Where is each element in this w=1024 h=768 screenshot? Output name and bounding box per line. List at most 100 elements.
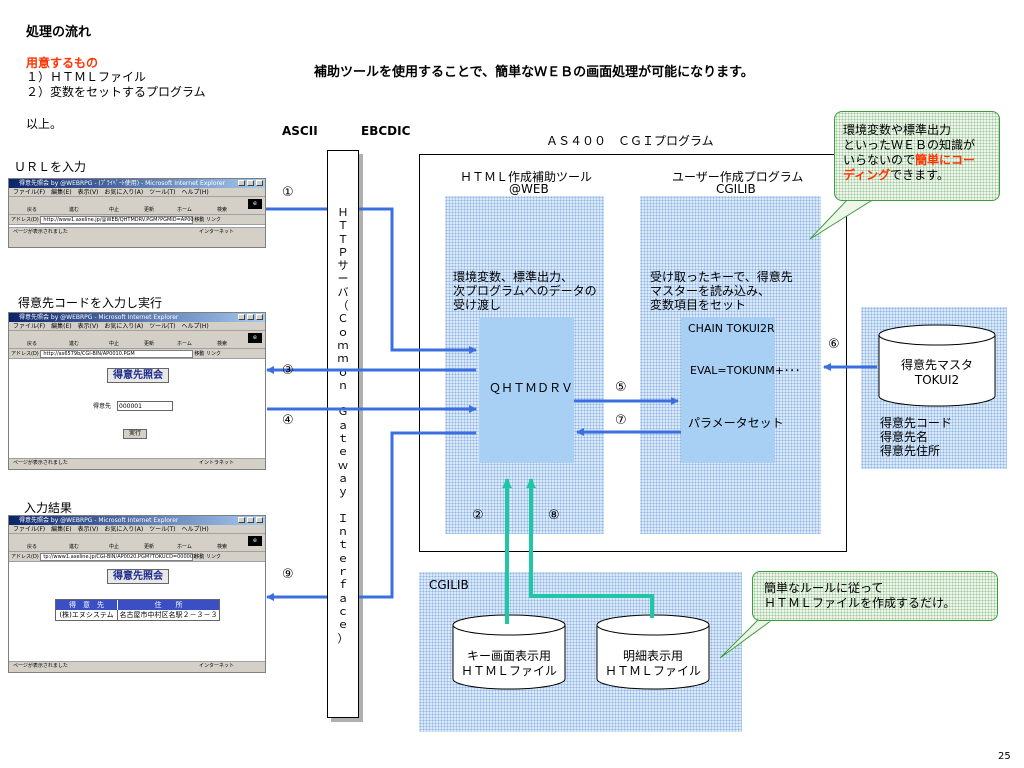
inquiry-heading: 得意先照会 <box>107 569 169 584</box>
http-server-char: ） <box>337 631 349 645</box>
headline: 補助ツールを使用することで、簡単なＷＥＢの画面処理が可能になります。 <box>314 65 754 80</box>
close-button[interactable] <box>256 517 263 523</box>
back-button[interactable]: 戻る <box>27 207 38 213</box>
key-html-2: ＨＴＭＬファイル <box>460 664 557 678</box>
http-server-char <box>327 392 359 405</box>
links-button[interactable]: リンク <box>205 351 221 357</box>
home-button[interactable]: ホーム <box>177 207 192 213</box>
tool-desc-3: 受け渡し <box>453 298 502 312</box>
stop-button[interactable]: 中止 <box>109 341 120 347</box>
header-address: 住 所 <box>154 601 183 609</box>
key-html-cylinder: キー画面表示用 ＨＴＭＬファイル <box>452 614 566 690</box>
run-button[interactable]: 実行 <box>123 429 147 439</box>
http-server-char: ｔ <box>337 432 349 446</box>
go-button[interactable]: 移動 <box>194 217 205 223</box>
ie-logo-icon: e <box>248 333 262 343</box>
http-server-char: ａ <box>337 471 349 485</box>
refresh-button[interactable]: 更新 <box>144 341 155 347</box>
stop-button[interactable]: 中止 <box>109 207 120 213</box>
as400-title: ＡＳ４００ ＣＧＩプログラム <box>546 134 714 148</box>
home-button[interactable]: ホーム <box>177 341 192 347</box>
browser-1-menubar[interactable]: ファイル(F) 編集(E) 表示(V) お気に入り(A) ツール(T) ヘルプ(… <box>9 188 265 197</box>
param-set-label: パラメータセット <box>688 416 784 430</box>
go-button[interactable]: 移動 <box>194 351 205 357</box>
refresh-button[interactable]: 更新 <box>144 207 155 213</box>
http-server-char: ａ <box>337 418 349 432</box>
callout-bottom-line-2: ＨＴＭＬファイルを作成するだけ。 <box>764 596 956 610</box>
qhtmdrv-label: ＱＨＴＭＤＲＶ <box>489 381 574 395</box>
code-input-label: 得意先コードを入力し実行 <box>18 296 163 310</box>
close-button[interactable] <box>256 314 263 320</box>
http-server-char: ｙ <box>337 485 349 499</box>
customer-code-input[interactable]: 000001 <box>117 401 173 411</box>
http-server-char: Ｔ <box>337 219 349 233</box>
browser-2-addressbar: アドレス(D) http://as6579b/CGI-BIN/AP0010.PG… <box>9 349 265 359</box>
callout-highlight-2: ディング <box>843 168 891 182</box>
back-button[interactable]: 戻る <box>27 544 38 550</box>
detail-html-1: 明細表示用 <box>622 649 683 663</box>
required-item-1: １）ＨＴＭＬファイル <box>26 70 147 84</box>
http-server-column <box>327 150 359 718</box>
master-cylinder: 得意先マスタ TOKUI2 <box>878 324 996 408</box>
step-2: ② <box>472 508 484 523</box>
forward-button[interactable]: 進む <box>69 207 80 213</box>
http-server-char: ｏ <box>337 365 349 379</box>
address-input[interactable]: http://as6579b/CGI-BIN/AP0010.PGM <box>40 349 193 358</box>
user-desc-2: マスターを読み込み、 <box>650 284 771 298</box>
browser-2-titlebar: 得意先照会 by @WEBRPG - Microsoft Internet Ex… <box>9 313 265 322</box>
http-server-char: ｃ <box>337 604 349 618</box>
required-heading: 用意するもの <box>26 56 99 70</box>
page-number: 25 <box>998 751 1011 762</box>
http-server-char: ｎ <box>337 378 349 392</box>
browser-2-menubar[interactable]: ファイル(F) 編集(E) 表示(V) お気に入り(A) ツール(T) ヘルプ(… <box>9 322 265 331</box>
browser-window-1: 得意先照会 by @WEBRPG - (ﾌﾟﾗｲﾍﾞｰﾄ使用) - Micros… <box>8 178 266 248</box>
address-input[interactable]: tp://www1.axeline.jp/CGI-BIN/AP0020.PGM?… <box>40 552 196 561</box>
search-button[interactable]: 検索 <box>217 207 228 213</box>
home-button[interactable]: ホーム <box>177 544 192 550</box>
links-button[interactable]: リンク <box>205 217 221 223</box>
maximize-button[interactable] <box>247 517 254 523</box>
http-server-char: ｅ <box>337 445 349 459</box>
back-button[interactable]: 戻る <box>27 341 38 347</box>
stop-button[interactable]: 中止 <box>109 544 120 550</box>
maximize-button[interactable] <box>247 314 254 320</box>
cgilib-label: CGILIB <box>429 578 469 592</box>
browser-window-3: 得意先照会 by @WEBRPG - Microsoft Internet Ex… <box>8 515 266 673</box>
http-server-char: ｎ <box>337 525 349 539</box>
go-button[interactable]: 移動 <box>194 554 205 560</box>
http-server-char: ｍ <box>337 338 349 352</box>
maximize-button[interactable] <box>247 180 254 186</box>
browser-1-toolbar: 戻る 進む 中止 更新 ホーム 検索 <box>9 197 265 215</box>
eval-label: EVAL=TOKUNM+･･･ <box>690 364 801 377</box>
http-server-char: Ｉ <box>337 511 349 525</box>
result-label: 入力結果 <box>24 501 73 515</box>
close-button[interactable] <box>256 180 263 186</box>
http-server-char: ｒ <box>337 565 349 579</box>
user-desc-1: 受け取ったキーで、得意先 <box>650 270 793 284</box>
callout-bottom-line-1: 簡単なルールに従って <box>764 581 884 595</box>
ebcdic-label: EBCDIC <box>361 124 411 138</box>
refresh-button[interactable]: 更新 <box>144 544 155 550</box>
cell-address: 名古屋市中村区名駅２－３－３ <box>119 611 218 619</box>
browser-3-addressbar: アドレス(D) tp://www1.axeline.jp/CGI-BIN/AP0… <box>9 552 265 562</box>
minimize-button[interactable] <box>238 314 245 320</box>
http-server-char: サ <box>337 259 349 273</box>
links-button[interactable]: リンク <box>205 554 221 560</box>
callout-top-line-3: いらないので簡単にコー <box>843 153 975 167</box>
browser-3-menubar[interactable]: ファイル(F) 編集(E) 表示(V) お気に入り(A) ツール(T) ヘルプ(… <box>9 525 265 534</box>
user-title-2: CGILIB <box>716 182 756 196</box>
inquiry-heading: 得意先照会 <box>107 368 169 383</box>
forward-button[interactable]: 進む <box>69 341 80 347</box>
ie-logo-icon: e <box>248 536 262 546</box>
http-server-char: ｍ <box>337 352 349 366</box>
minimize-button[interactable] <box>238 517 245 523</box>
callout-top-right <box>834 111 1000 201</box>
search-button[interactable]: 検索 <box>217 544 228 550</box>
http-server-char: ｔ <box>337 538 349 552</box>
search-button[interactable]: 検索 <box>217 341 228 347</box>
forward-button[interactable]: 進む <box>69 544 80 550</box>
minimize-button[interactable] <box>238 180 245 186</box>
callout-bottom-right <box>752 571 998 621</box>
step-5: ⑤ <box>615 380 627 395</box>
address-input[interactable]: http://www1.axeline.jp/@WEB/QHTMDRV.PGM?… <box>40 215 194 224</box>
